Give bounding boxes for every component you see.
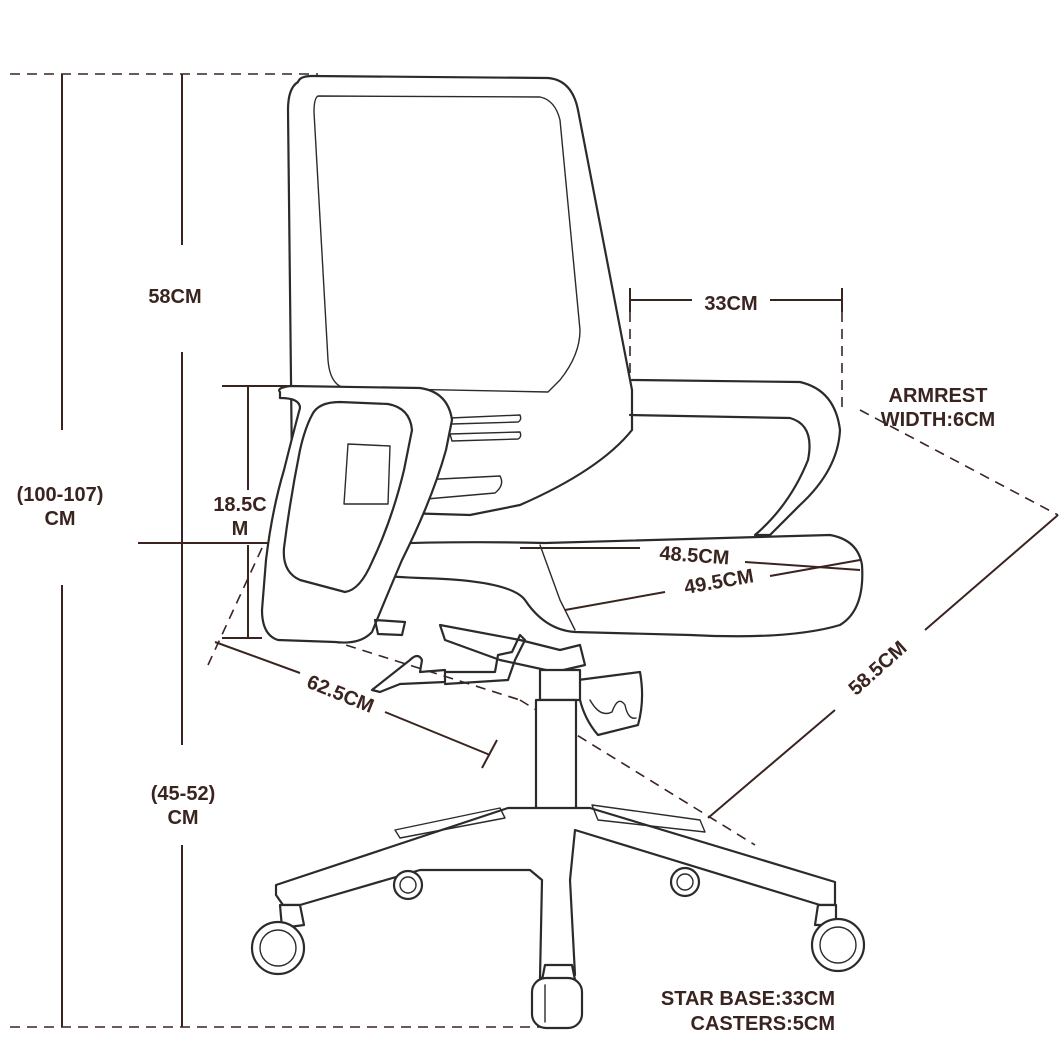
height-lever bbox=[370, 654, 447, 694]
caster-back-right bbox=[669, 866, 701, 898]
back-height-label: 58CM bbox=[148, 286, 201, 308]
width-line-bottom bbox=[707, 709, 836, 819]
depth-line-right bbox=[384, 711, 491, 756]
star-base-back-leg bbox=[394, 807, 506, 839]
seat-height-label-line2: CM bbox=[167, 807, 198, 829]
lumbar-support bbox=[414, 475, 503, 501]
seat-depth-line-left bbox=[564, 591, 666, 611]
star-base-label: STAR BASE:33CM bbox=[661, 988, 835, 1010]
width-guide-top bbox=[859, 409, 1059, 516]
tension-knob-grip bbox=[589, 699, 637, 719]
seat-depth-label: 49.5CM bbox=[683, 565, 756, 599]
armrest-width-label-line2: WIDTH:6CM bbox=[881, 409, 995, 431]
dimension-lines bbox=[10, 73, 1059, 1028]
casters-label: CASTERS:5CM bbox=[691, 1013, 835, 1035]
armrest-left-window bbox=[343, 443, 391, 505]
backrest-mesh bbox=[313, 95, 581, 393]
lumbar-slot-2 bbox=[449, 431, 522, 442]
seat-width-label: 48.5CM bbox=[659, 543, 730, 570]
seat-cushion-edge bbox=[539, 544, 576, 631]
caster-front-center bbox=[530, 963, 584, 1030]
tension-knob bbox=[576, 670, 644, 737]
total-height-label-line2: CM bbox=[44, 508, 75, 530]
tilt-mechanism bbox=[438, 623, 587, 674]
gas-cylinder bbox=[534, 698, 578, 812]
office-chair-drawing bbox=[250, 74, 866, 1030]
depth-guide-left bbox=[207, 547, 263, 666]
seat-cushion bbox=[298, 533, 864, 638]
overall-depth-label: 62.5CM bbox=[304, 671, 377, 718]
cylinder-collar bbox=[538, 668, 582, 702]
back-width-label: 33CM bbox=[704, 293, 757, 315]
armrest-height-label-line2: M bbox=[232, 518, 249, 540]
caster-front-left bbox=[250, 903, 306, 976]
depth-tick-right bbox=[481, 739, 498, 769]
mechanism-bracket bbox=[373, 618, 407, 637]
armrest-width-label-line1: ARMREST bbox=[889, 385, 988, 407]
width-guide-bottom bbox=[519, 699, 756, 846]
armrest-left-inner bbox=[282, 400, 414, 594]
seat-depth-line-right bbox=[769, 559, 861, 577]
armrest-right bbox=[628, 378, 842, 537]
star-base bbox=[274, 806, 837, 980]
seat-width-line-right bbox=[744, 561, 861, 571]
width-line-top bbox=[924, 514, 1059, 631]
overall-width-label: 58.5CM bbox=[845, 637, 912, 700]
star-base-right-back-leg bbox=[591, 804, 706, 833]
total-height-label-line1: (100-107) bbox=[17, 484, 104, 506]
seat-height-label-line1: (45-52) bbox=[151, 783, 215, 805]
depth-line-left bbox=[214, 641, 301, 674]
lumbar-slot-1 bbox=[449, 414, 522, 425]
caster-back-left bbox=[392, 869, 424, 901]
caster-front-right bbox=[810, 903, 866, 973]
tilt-lever bbox=[443, 633, 527, 686]
armrest-height-label-line1: 18.5C bbox=[213, 494, 266, 516]
backrest-frame bbox=[286, 74, 634, 517]
